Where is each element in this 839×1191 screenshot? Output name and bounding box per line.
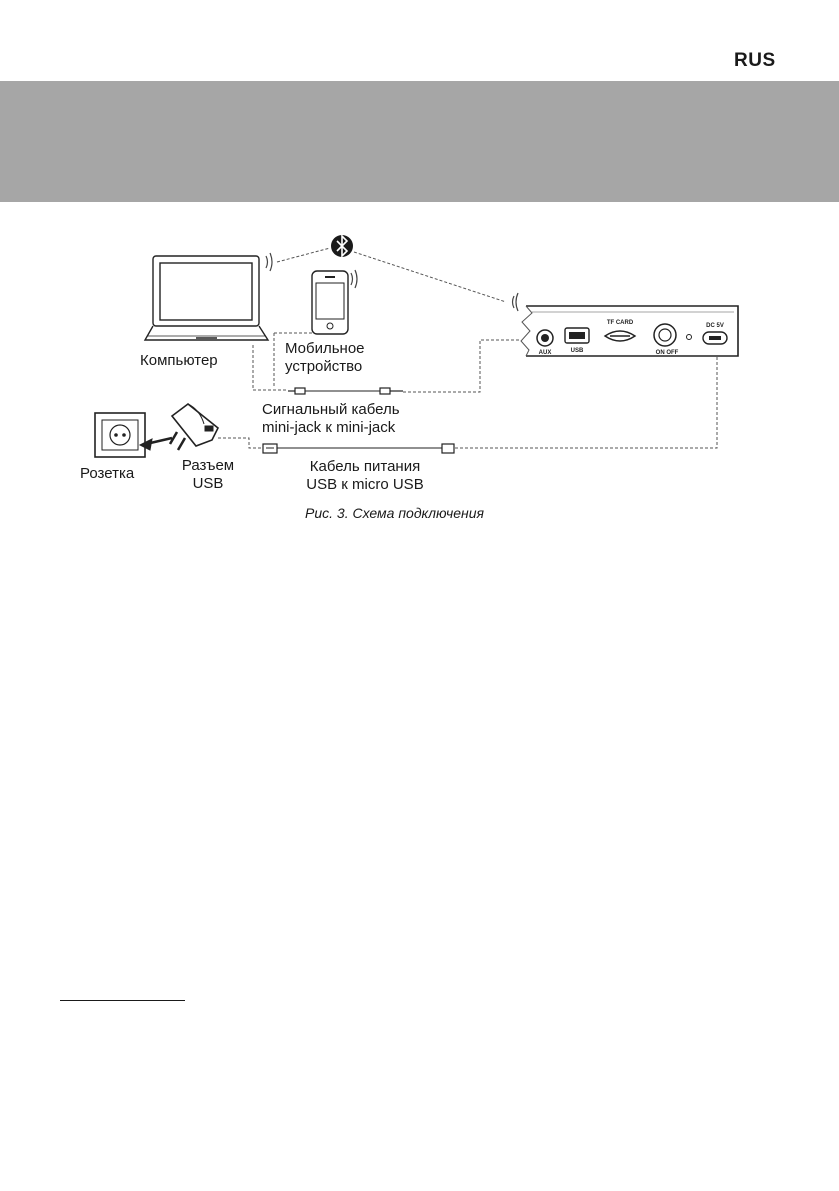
- label-computer: Компьютер: [140, 352, 218, 369]
- label-signal-cable-line2: mini-jack к mini-jack: [262, 419, 396, 436]
- mini-jack-cable-icon: [288, 387, 403, 395]
- speaker-panel-icon: AUX USB TF CARD ON OFF DC 5V: [520, 305, 739, 357]
- wireless-waves: [265, 252, 519, 312]
- label-outlet: Розетка: [80, 465, 135, 482]
- header-band: [0, 81, 839, 202]
- label-power-cable-line2: USB к micro USB: [306, 476, 424, 493]
- dc-link: [455, 356, 718, 449]
- connection-lines: [218, 247, 718, 449]
- label-usb-adapter-line2: USB: [192, 475, 224, 492]
- usb-cable-icon: [262, 443, 455, 454]
- status-led: [686, 334, 692, 340]
- label-usb-adapter-line1: Разъем: [181, 457, 235, 474]
- panel-label-dc: DC 5V: [706, 323, 724, 329]
- laptop-icon: [143, 255, 270, 341]
- charger-link: [218, 437, 263, 449]
- footnote-divider: [60, 1000, 185, 1001]
- label-mobile-line2: устройство: [285, 358, 363, 375]
- wall-outlet-icon: [94, 412, 173, 458]
- bt-link-laptop: [276, 247, 331, 263]
- label-mobile-line1: Мобильное: [285, 340, 365, 357]
- label-power-cable-line1: Кабель питания: [309, 458, 421, 475]
- panel-label-tf-card: TF CARD: [607, 320, 634, 326]
- aux-link-laptop: [252, 345, 288, 391]
- panel-label-on-off: ON OFF: [656, 350, 679, 356]
- figure-caption: Рис. 3. Схема подключения: [305, 505, 484, 521]
- bt-link-speaker: [353, 251, 507, 303]
- language-badge: RUS: [734, 50, 776, 71]
- smartphone-icon: [311, 270, 349, 335]
- bluetooth-icon: [331, 234, 353, 258]
- panel-label-aux: AUX: [539, 350, 552, 356]
- label-signal-cable-line1: Сигнальный кабель: [262, 401, 400, 418]
- panel-label-usb: USB: [571, 348, 584, 354]
- usb-charger-icon: [168, 402, 220, 451]
- aux-link-speaker: [403, 339, 520, 393]
